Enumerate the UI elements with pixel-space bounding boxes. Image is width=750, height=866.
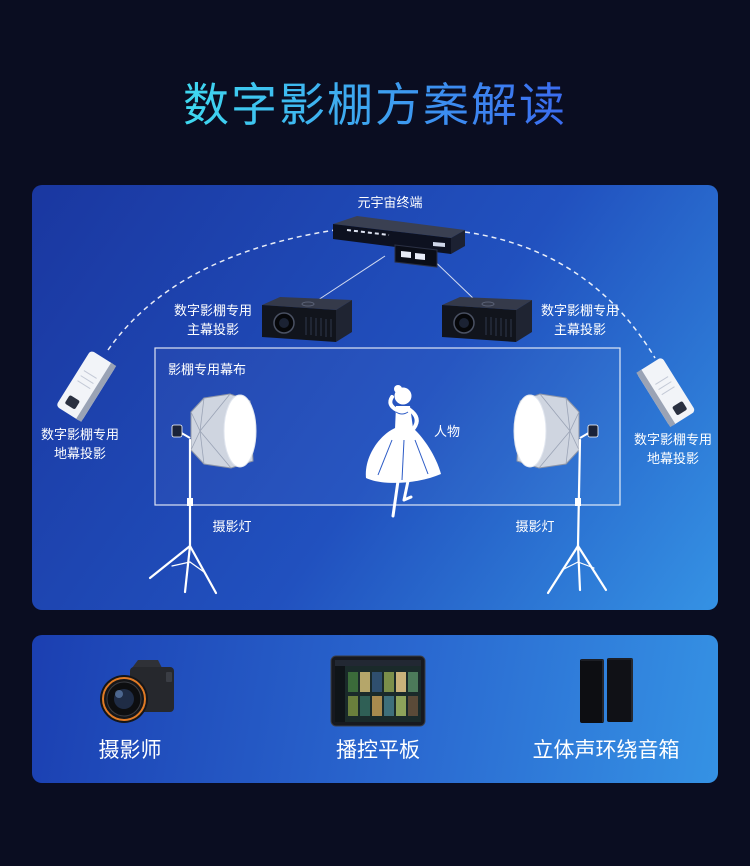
photographer-label: 摄影师	[98, 738, 162, 762]
main-projector-right-label-line1: 数字影棚专用	[540, 304, 619, 319]
floor-projector-left-label-line1: 数字影棚专用	[40, 428, 119, 443]
floor-projector-left-label: 数字影棚专用 地幕投影	[30, 426, 130, 464]
screen-label: 影棚专用幕布	[168, 363, 247, 378]
main-projector-right-label-line2: 主幕投影	[553, 323, 606, 338]
control-tablet-label: 播控平板	[336, 738, 420, 762]
main-projector-right-label: 数字影棚专用 主幕投影	[530, 302, 630, 340]
light-right-label: 摄影灯	[515, 520, 555, 535]
studio-diagram-panel	[32, 185, 718, 610]
floor-projector-right-label-line1: 数字影棚专用	[633, 433, 712, 448]
main-projector-left-label-line2: 主幕投影	[186, 323, 239, 338]
floor-projector-left-label-line2: 地幕投影	[53, 447, 106, 462]
surround-speaker-label: 立体声环绕音箱	[532, 738, 680, 762]
main-projector-left-label-line1: 数字影棚专用	[173, 304, 252, 319]
person-label: 人物	[434, 425, 461, 440]
light-left-label: 摄影灯	[212, 520, 252, 535]
floor-projector-right-label: 数字影棚专用 地幕投影	[623, 431, 723, 469]
terminal-label: 元宇宙终端	[357, 196, 423, 211]
main-projector-left-label: 数字影棚专用 主幕投影	[163, 302, 263, 340]
page-title: 数字影棚方案解读	[0, 76, 750, 134]
floor-projector-right-label-line2: 地幕投影	[646, 452, 699, 467]
